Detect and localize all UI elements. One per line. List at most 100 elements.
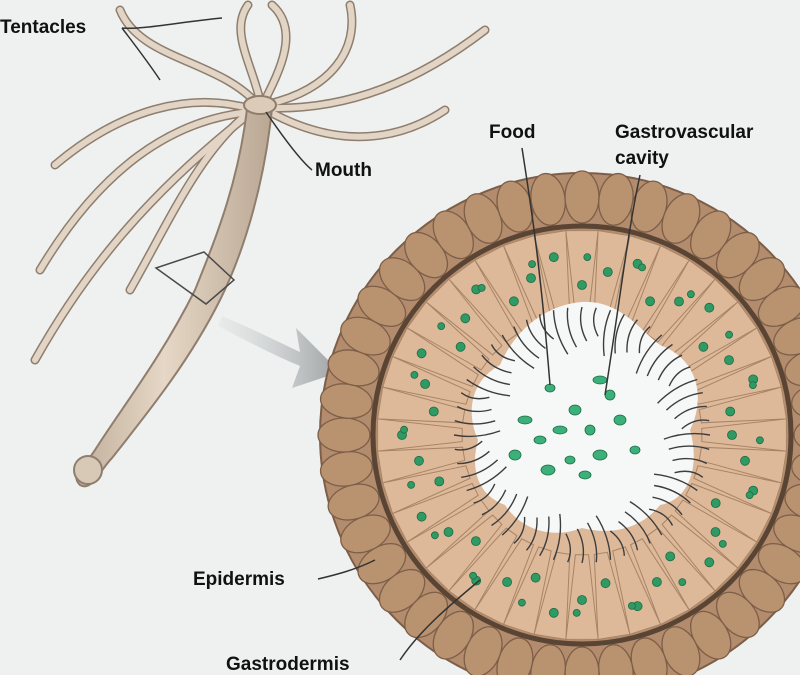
- flagellum: [674, 405, 707, 420]
- hydra-organism: [30, 0, 490, 488]
- gastro-leader: [604, 174, 641, 396]
- gastrodermis-cell: [382, 465, 471, 515]
- cell-vacuole: [727, 430, 737, 440]
- cell-vacuole: [749, 381, 757, 390]
- gastrodermis-cell: [693, 355, 782, 405]
- cell-vacuole: [687, 290, 695, 299]
- gastrodermis-cell: [502, 546, 552, 635]
- flagella: [453, 306, 711, 564]
- cell-vacuole: [724, 355, 734, 366]
- cell-vacuole: [416, 348, 427, 359]
- gastrodermis-cell: [391, 327, 479, 388]
- food-particle: [552, 425, 568, 435]
- gastrodermis-cell: [448, 527, 518, 611]
- flagellum: [657, 378, 698, 404]
- cell-vacuole: [420, 379, 431, 389]
- flagellum: [539, 516, 550, 557]
- food-particle: [533, 435, 547, 445]
- cell-vacuole: [443, 527, 454, 537]
- food-leader: [521, 147, 551, 386]
- food-particle: [584, 424, 596, 436]
- food-particle: [613, 414, 627, 426]
- flagellum: [653, 484, 691, 504]
- food-particle: [592, 375, 608, 385]
- mouth-leader: [265, 111, 313, 171]
- gastrodermis-cell: [685, 482, 773, 543]
- flagellum: [663, 432, 711, 440]
- label-gastrodermis: Gastrodermis: [226, 654, 350, 675]
- epidermis-cell: [791, 451, 800, 487]
- cell-vacuole: [725, 330, 733, 339]
- mesoglea-line: [370, 223, 794, 647]
- gastrodermis-cell: [425, 514, 503, 592]
- flagellum: [501, 496, 529, 536]
- flagellum: [565, 533, 572, 563]
- epidermis-cell: [317, 417, 371, 453]
- flagellum: [665, 392, 703, 411]
- flagellum: [466, 378, 511, 397]
- leader-lines: [121, 17, 641, 661]
- epidermis-cell: [784, 349, 800, 387]
- epidermis-cell: [564, 170, 600, 224]
- flagellum: [618, 521, 639, 551]
- cell-vacuole: [502, 577, 513, 587]
- tentacles-group: [30, 0, 490, 365]
- cell-vacuole: [548, 607, 559, 618]
- food-particles: [508, 375, 641, 480]
- cell-vacuole: [572, 609, 581, 617]
- cell-vacuole: [740, 455, 750, 466]
- flagellum: [635, 334, 663, 374]
- cell-vacuole: [710, 527, 721, 537]
- cell-vacuole: [526, 273, 536, 284]
- flagellum: [513, 326, 540, 359]
- flagellum: [552, 513, 562, 561]
- flagellum: [614, 313, 625, 354]
- flagellum: [586, 522, 598, 563]
- flagellum: [457, 450, 490, 465]
- flagellum: [473, 366, 511, 386]
- gastrodermis-cell: [661, 514, 739, 592]
- cell-vacuole: [407, 480, 416, 489]
- cell-vacuole: [704, 302, 715, 313]
- flagellum: [513, 516, 526, 544]
- flagellum: [648, 508, 674, 526]
- cell-vacuole: [665, 551, 676, 562]
- cell-vacuole: [469, 571, 478, 580]
- flagellum: [576, 528, 585, 564]
- cell-vacuole: [430, 531, 439, 540]
- cell-vacuole: [470, 536, 481, 546]
- food-particle: [568, 404, 582, 416]
- flagellum: [491, 493, 518, 527]
- cell-vacuole: [718, 540, 727, 548]
- cell-vacuole: [756, 436, 764, 445]
- cell-vacuole: [528, 260, 536, 269]
- flagellum: [460, 392, 490, 400]
- label-epidermis: Epidermis: [193, 569, 285, 590]
- flagellum: [481, 489, 507, 516]
- cell-vacuole: [509, 296, 519, 307]
- flagellum: [466, 466, 507, 492]
- cross-section-marker: [154, 251, 236, 305]
- cell-vacuole: [698, 341, 709, 352]
- cell-vacuole: [434, 476, 445, 487]
- flagellum: [681, 419, 710, 430]
- label-mouth: Mouth: [315, 160, 372, 181]
- gastrovascular-cavity-shape: [471, 301, 698, 533]
- cell-vacuole: [477, 283, 486, 292]
- cell-vacuole: [583, 253, 592, 262]
- flagellum: [579, 306, 588, 342]
- cell-vacuole: [674, 296, 684, 307]
- cell-vacuole: [725, 406, 736, 417]
- epidermis-leader: [317, 559, 376, 580]
- gastrodermis-cell: [391, 482, 479, 543]
- tentacles-leader-2: [121, 27, 161, 81]
- gastrodermis-cell: [701, 418, 787, 452]
- flagellum: [638, 326, 651, 354]
- flagellum: [653, 473, 698, 492]
- gastrodermis-cell: [406, 301, 490, 371]
- hydra-stalk: [75, 98, 274, 488]
- cell-vacuole: [577, 595, 587, 605]
- cell-vacuole: [410, 370, 419, 379]
- cell-vacuole: [678, 578, 687, 586]
